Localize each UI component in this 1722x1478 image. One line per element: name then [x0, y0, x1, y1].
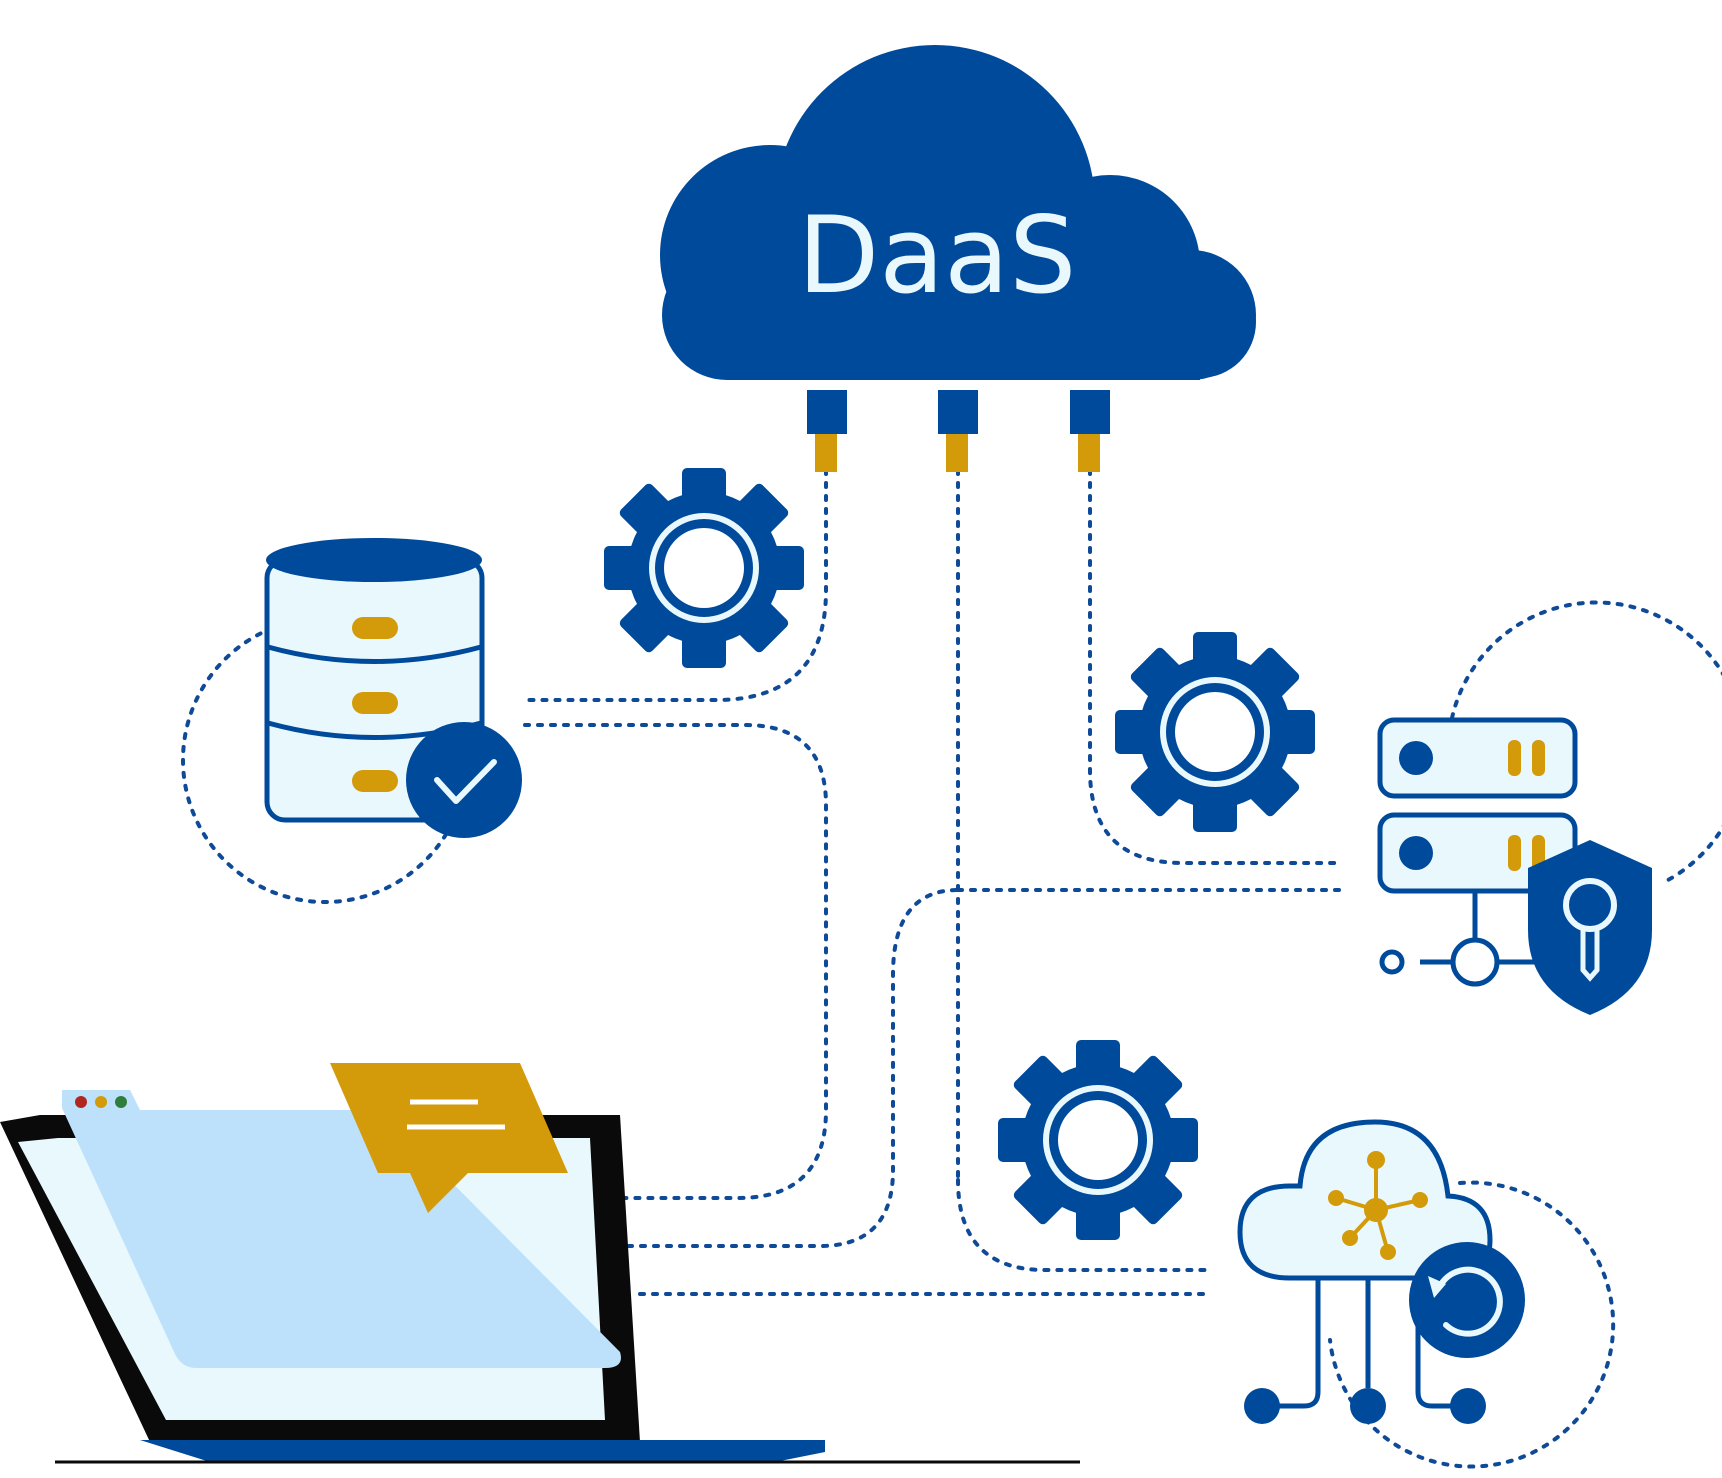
cloud-plugs — [807, 390, 1110, 472]
shield-keyhole-icon — [1528, 840, 1652, 1015]
plug-right — [1070, 390, 1110, 472]
connector-db-top — [523, 468, 828, 702]
gear-icon — [998, 1040, 1198, 1240]
connector-right-server — [1088, 468, 1342, 865]
network-orbit — [1328, 1180, 1616, 1469]
cloud-icon — [660, 45, 1256, 380]
server-rack-icon — [1377, 717, 1578, 987]
refresh-icon — [1409, 1242, 1525, 1358]
cloud-label: DaaS — [798, 194, 1077, 317]
connector-lines — [523, 468, 1342, 1296]
cloud-network-group — [1237, 1119, 1616, 1469]
plug-middle — [938, 390, 978, 472]
window-dot-green — [115, 1096, 127, 1108]
database-group — [181, 538, 522, 904]
window-dot-orange — [95, 1096, 107, 1108]
chat-bubble-icon — [330, 1063, 568, 1213]
browser-window-icon — [62, 1090, 621, 1368]
connector-db-laptop — [523, 723, 828, 1200]
gear-icon — [604, 468, 804, 668]
checkmark-badge-icon — [406, 722, 522, 838]
server-orbit — [1450, 600, 1722, 882]
gear-icon — [1115, 632, 1315, 832]
connector-middle-network — [956, 1178, 1212, 1272]
plug-left — [807, 390, 847, 472]
window-dot-red — [75, 1096, 87, 1108]
server-group — [1377, 600, 1722, 1015]
daas-cloud: DaaS — [660, 45, 1256, 472]
cloud-network-icon — [1237, 1119, 1493, 1424]
connector-laptop-mid — [613, 888, 960, 1248]
